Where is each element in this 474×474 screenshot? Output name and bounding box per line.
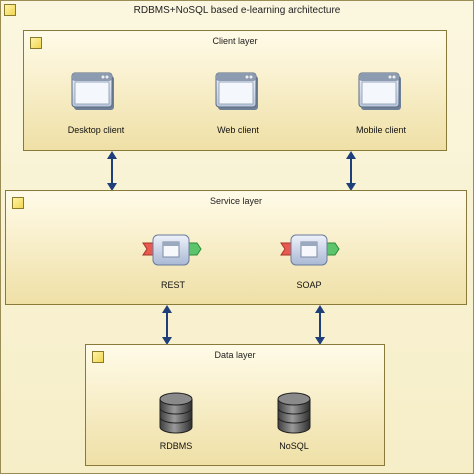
mobile-client-label: Mobile client [355,125,407,135]
web-client-label: Web client [217,125,259,135]
data-layer-title: Data layer [214,350,256,360]
connector-service-data-left [162,305,172,345]
database-icon[interactable] [276,391,312,435]
service-component-icon[interactable] [141,233,203,267]
connector-service-data-right [315,305,325,345]
window-icon[interactable] [71,70,117,112]
service-layer-title: Service layer [209,196,263,206]
data-layer-corner-marker [92,351,104,363]
database-icon[interactable] [158,391,194,435]
rest-label: REST [160,280,185,290]
client-layer-corner-marker [30,37,42,49]
diagram-title: RDBMS+NoSQL based e-learning architectur… [133,5,341,16]
nosql-label: NoSQL [279,441,309,451]
data-layer[interactable]: Data layer [85,344,385,466]
service-component-icon[interactable] [279,233,341,267]
connector-client-service-right [346,151,356,191]
connector-client-service-left [107,151,117,191]
frame-corner-marker [4,4,16,16]
rdbms-label: RDBMS [159,441,193,451]
service-layer-corner-marker [12,197,24,209]
soap-label: SOAP [296,280,322,290]
window-icon[interactable] [215,70,261,112]
window-icon[interactable] [358,70,404,112]
client-layer-title: Client layer [212,36,258,46]
service-layer[interactable]: Service layer [5,190,467,305]
desktop-client-label: Desktop client [67,125,125,135]
